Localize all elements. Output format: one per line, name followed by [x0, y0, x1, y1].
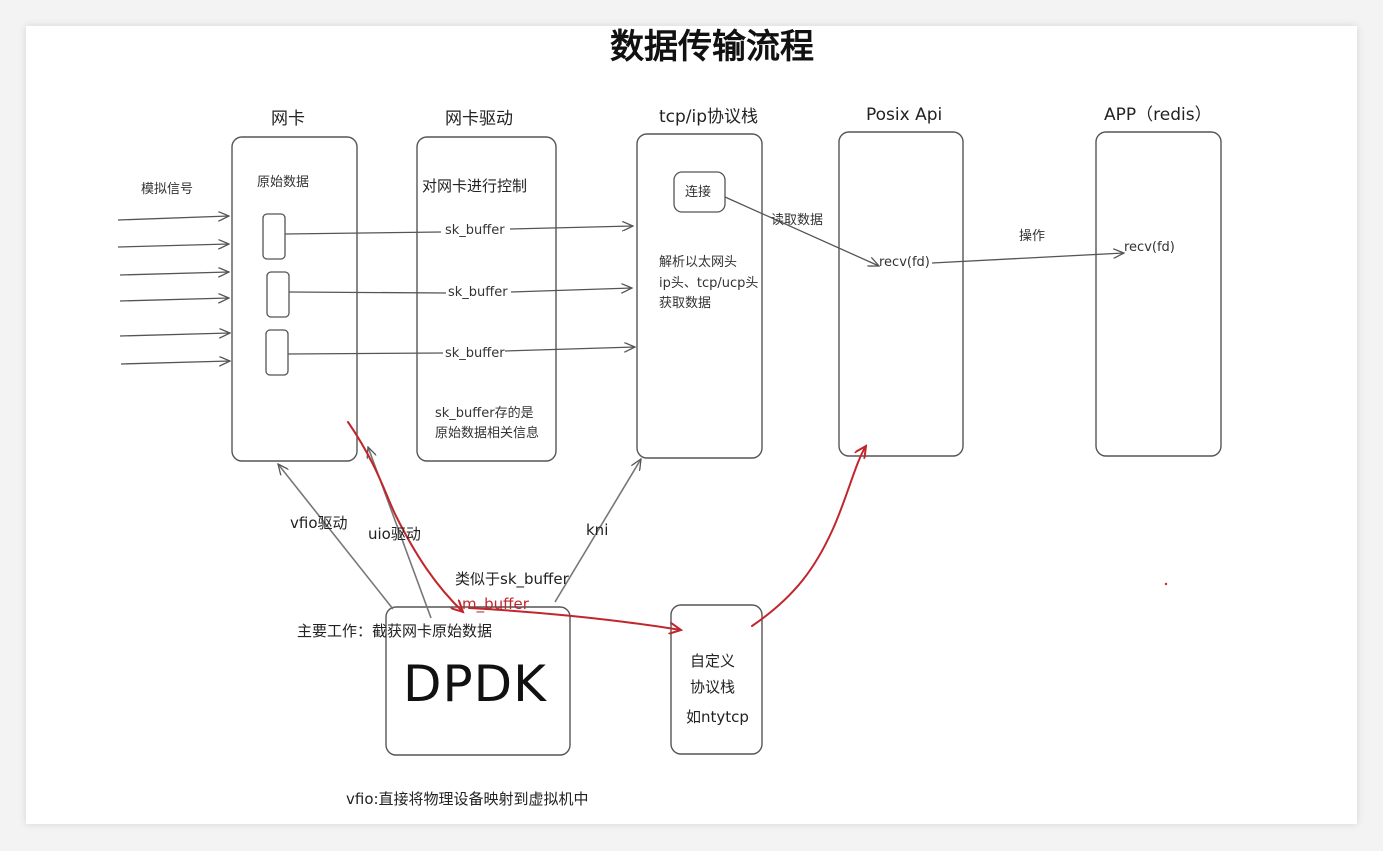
- read-data-label: 读取数据: [771, 213, 824, 228]
- kni-label: kni: [586, 521, 609, 539]
- dpdk-bypass-path: [347, 421, 866, 630]
- diagram-svg: [117, 131, 1222, 756]
- operate-arrow: [931, 253, 1124, 264]
- nic-box: [231, 136, 358, 462]
- raw-data-label: 原始数据: [257, 175, 310, 190]
- sk-buffer-label: sk_buffer: [445, 346, 505, 361]
- column-heading-app: APP（redis）: [1104, 105, 1212, 125]
- custom-stack-line2: 协议栈: [690, 678, 736, 696]
- analog-signal-label: 模拟信号: [141, 182, 194, 197]
- vfio-driver-label: vfio驱动: [290, 514, 348, 532]
- custom-stack-line1: 自定义: [690, 652, 736, 670]
- stack-parse-line2: ip头、tcp/ucp头: [659, 276, 759, 291]
- stray-dot: [1164, 582, 1168, 586]
- dpdk-title: DPDK: [403, 655, 547, 713]
- column-heading-driver: 网卡驱动: [445, 109, 513, 129]
- app-recv-label: recv(fd): [1124, 240, 1175, 255]
- stack-parse-line3: 获取数据: [659, 296, 712, 311]
- column-heading-nic: 网卡: [271, 109, 305, 129]
- footnote: vfio:直接将物理设备映射到虚拟机中: [346, 790, 589, 808]
- connect-box: [673, 171, 726, 213]
- sk-buffer-label: sk_buffer: [445, 223, 505, 238]
- page-title: 数据传输流程: [610, 27, 814, 67]
- dpdk-work-label: 主要工作：截获网卡原始数据: [297, 622, 493, 640]
- operate-label: 操作: [1019, 229, 1046, 244]
- driver-control-label: 对网卡进行控制: [422, 177, 528, 195]
- driver-note-line1: sk_buffer存的是: [435, 406, 534, 421]
- diagram-canvas: 数据传输流程 网卡 网卡驱动 tcp/ip协议栈 Posix Api APP（r…: [26, 26, 1357, 824]
- connect-label: 连接: [685, 185, 712, 200]
- posix-recv-label: recv(fd): [879, 255, 930, 270]
- sk-buffer-label: sk_buffer: [448, 285, 508, 300]
- custom-stack-line3: 如ntytcp: [686, 708, 749, 726]
- read-data-arrow: [724, 196, 879, 266]
- nic-queue-slot: [265, 329, 289, 376]
- buffer-flow-lines: [284, 226, 635, 355]
- similar-sk-buffer-label: 类似于sk_buffer: [455, 570, 569, 588]
- posix-box: [838, 131, 964, 457]
- dpdk-box: [385, 606, 571, 756]
- uio-driver-label: uio驱动: [368, 525, 421, 543]
- nic-queue-slot: [266, 271, 290, 318]
- column-heading-posix: Posix Api: [866, 105, 943, 125]
- driver-box: [416, 136, 557, 462]
- nic-queue-slot: [262, 213, 286, 260]
- m-buffer-label: m_buffer: [462, 595, 529, 613]
- stack-box: [636, 133, 763, 459]
- driver-note-line2: 原始数据相关信息: [435, 426, 540, 441]
- custom-stack-box: [670, 604, 763, 755]
- signal-arrows: [117, 216, 230, 364]
- column-heading-stack: tcp/ip协议栈: [659, 107, 759, 127]
- app-box: [1095, 131, 1222, 457]
- stack-parse-line1: 解析以太网头: [659, 255, 738, 270]
